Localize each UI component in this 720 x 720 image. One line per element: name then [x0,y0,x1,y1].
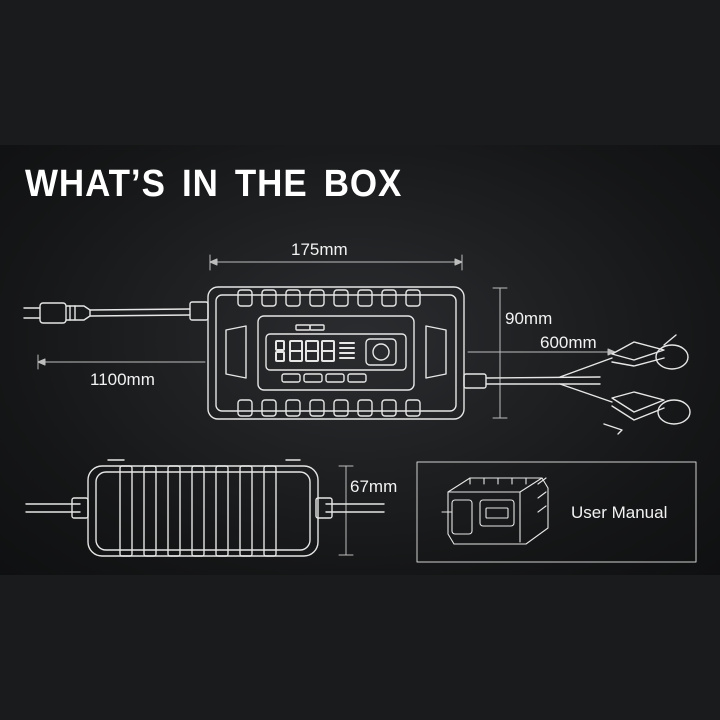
ac-plug-icon [23,301,209,324]
top-grip-ribs [237,289,421,307]
bottom-grip-ribs [237,399,421,417]
user-manual-label: User Manual [571,503,668,522]
width-dimension-line [209,254,463,271]
mode-button[interactable] [281,373,301,383]
clamp-cables [463,357,613,403]
battery-mode-icon [372,343,390,361]
manual-box [416,461,697,563]
depth-label: 67mm [350,477,398,496]
clamp-cable-label: 600mm [540,333,597,352]
clamp-cable-dimension-line [467,348,616,356]
mode-button[interactable] [347,373,367,383]
height-dimension-line [492,287,508,419]
ac-cable-label: 1100mm [90,370,155,389]
side-ribs [119,465,277,557]
ac-cable-dimension-line [37,354,206,370]
mode-button[interactable] [325,373,345,383]
page-title: WHAT’S IN THE BOX [25,163,403,205]
charger-thumbnail [441,477,549,545]
mode-button[interactable] [303,373,323,383]
black-clamp-icon [603,391,691,435]
lcd-digits [275,340,355,362]
height-label: 90mm [505,309,553,328]
depth-dimension-line [338,465,354,556]
charger-side-view [25,459,385,557]
charger-top-view [207,286,465,420]
width-label: 175mm [291,240,348,259]
red-clamp-icon [611,334,689,370]
